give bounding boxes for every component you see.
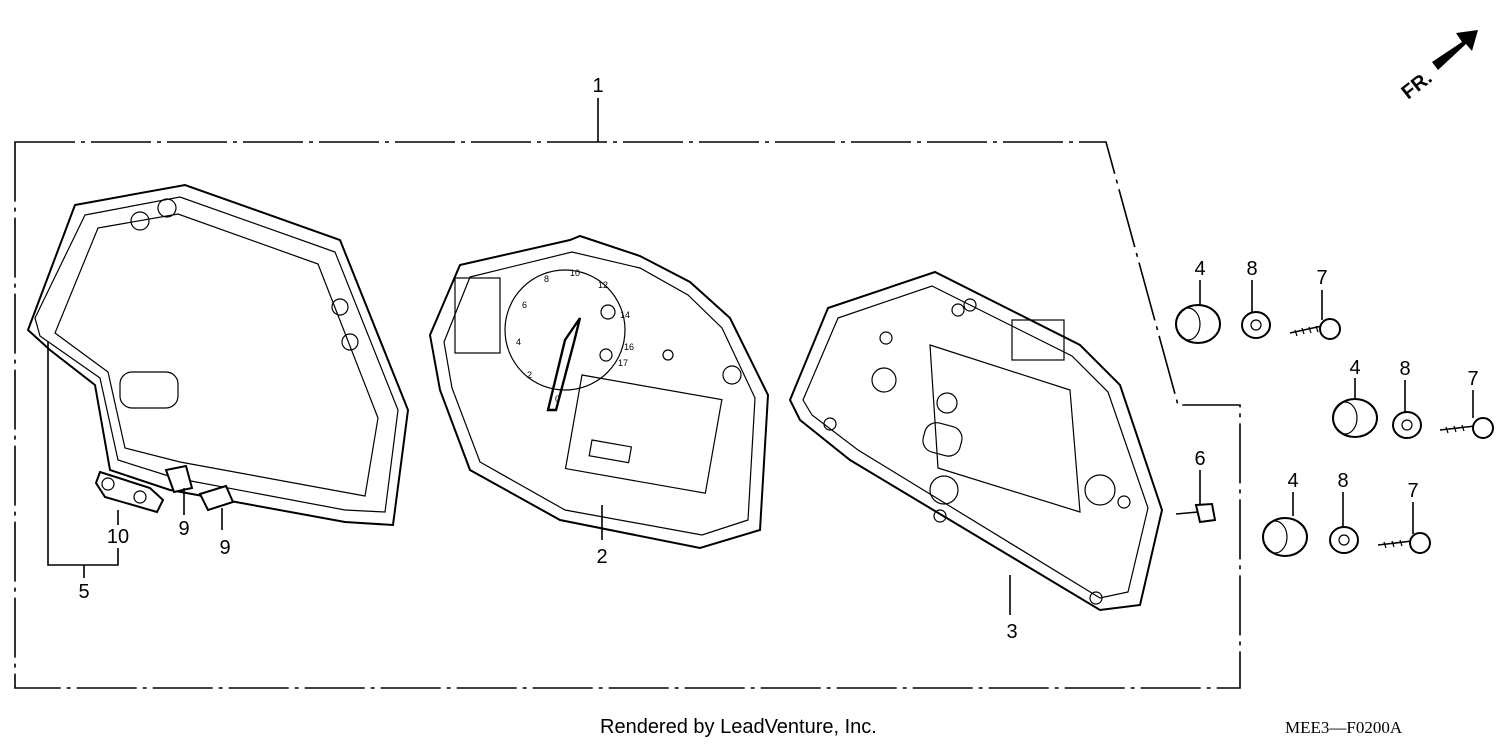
- tach-tick-6: 6: [522, 300, 527, 310]
- tach-tick-14: 14: [620, 310, 630, 320]
- callout-4-middle: 4: [1349, 357, 1360, 379]
- washer-8-bottom: [1329, 526, 1359, 554]
- callout-10: 10: [107, 526, 129, 548]
- credit-text: Rendered by LeadVenture, Inc.: [600, 716, 877, 738]
- grommet-4-middle: [1332, 398, 1378, 438]
- tach-tick-17: 17: [618, 358, 628, 368]
- knob-screw-2: [198, 484, 235, 512]
- meter-panel: 0 2 4 6 8 10 12 14 16 17: [428, 234, 770, 550]
- tachometer-dial: [504, 269, 626, 391]
- callout-8-top: 8: [1246, 258, 1257, 280]
- callout-7-middle: 7: [1467, 368, 1478, 390]
- grommet-4-top: [1175, 304, 1221, 344]
- tach-tick-12: 12: [598, 280, 608, 290]
- callout-8-bottom: 8: [1337, 470, 1348, 492]
- screw-6: [1175, 502, 1217, 524]
- washer-8-middle: [1392, 411, 1422, 439]
- knob-screw-1: [164, 464, 194, 494]
- callout-7-top: 7: [1316, 267, 1327, 289]
- callout-1: 1: [592, 75, 603, 97]
- meter-visor: [26, 183, 410, 527]
- tach-tick-4: 4: [516, 337, 521, 347]
- callout-2: 2: [596, 546, 607, 568]
- switch-knob: [94, 470, 165, 514]
- diagram-code: MEE3—F0200A: [1285, 718, 1403, 737]
- front-direction-arrow: FR.: [1398, 30, 1478, 104]
- callout-8-middle: 8: [1399, 358, 1410, 380]
- tach-tick-8: 8: [544, 274, 549, 284]
- tapping-screw-7-top: [1289, 318, 1341, 340]
- tapping-screw-7-bottom: [1377, 532, 1431, 554]
- grommet-4-bottom: [1262, 517, 1308, 557]
- meter-case-bottom: [788, 270, 1164, 612]
- callout-9-right: 9: [219, 537, 230, 559]
- callout-6: 6: [1194, 448, 1205, 470]
- tach-tick-2: 2: [527, 370, 532, 380]
- callout-7-bottom: 7: [1407, 480, 1418, 502]
- callout-5: 5: [78, 581, 89, 603]
- tach-tick-10: 10: [570, 268, 580, 278]
- callout-4-top: 4: [1194, 258, 1205, 280]
- callout-4-bottom: 4: [1287, 470, 1298, 492]
- assembly-boundary: [14, 141, 1241, 689]
- callout-3: 3: [1006, 621, 1017, 643]
- washer-8-top: [1241, 311, 1271, 339]
- front-label: FR.: [1398, 67, 1437, 104]
- tapping-screw-7-middle: [1439, 417, 1494, 439]
- callout-9-left: 9: [178, 518, 189, 540]
- tach-tick-0: 0: [555, 394, 560, 404]
- tach-tick-16: 16: [624, 342, 634, 352]
- leader-lines: [47, 98, 1474, 615]
